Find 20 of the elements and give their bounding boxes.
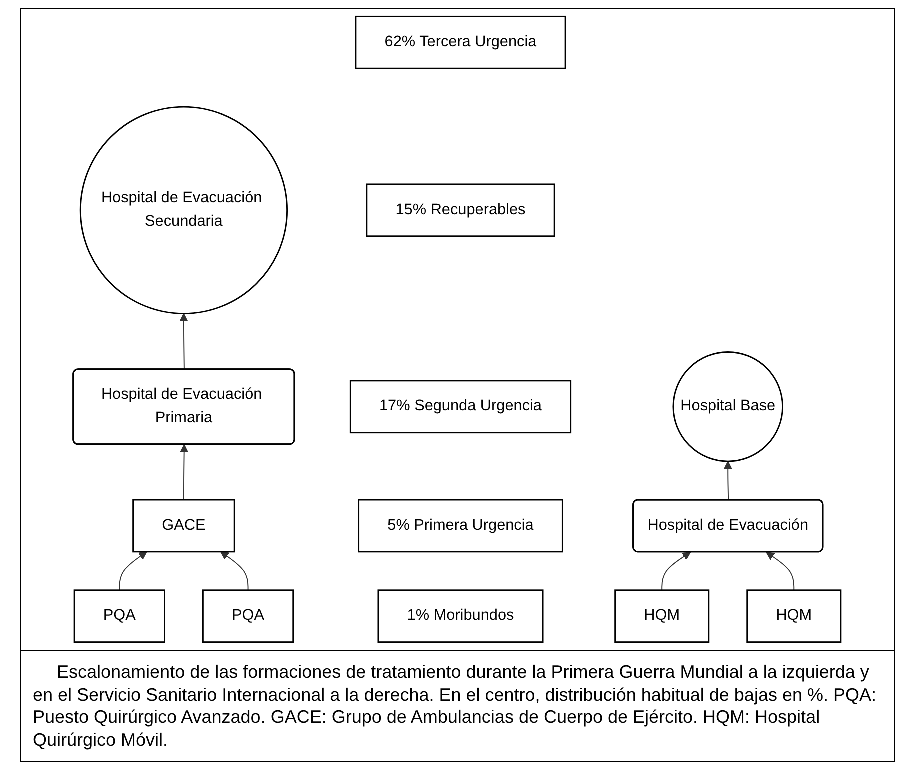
arrow	[220, 552, 250, 591]
node-box: 1% Moribundos	[378, 590, 544, 644]
node-box: HQM	[746, 590, 842, 644]
node-box: 17% Segunda Urgencia	[350, 380, 572, 434]
node-box: GACE	[132, 499, 236, 553]
node-circle: Hospital Base	[673, 352, 784, 462]
node-box: HQM	[614, 590, 710, 644]
arrow	[180, 313, 189, 370]
node-box: 62% Tercera Urgencia	[356, 16, 567, 70]
node-box: 15% Recuperables	[366, 184, 556, 238]
arrow	[766, 552, 795, 591]
node-box: PQA	[74, 590, 166, 644]
node-box: PQA	[202, 590, 294, 644]
arrow	[120, 552, 148, 591]
arrow	[180, 444, 189, 500]
arrow	[662, 552, 692, 591]
node-box: 5% Primera Urgencia	[358, 499, 564, 553]
caption: Escalonamiento de las formaciones de tratamiento durante la Primera Guerra Mundial a la izquierda y en el Servicio Sanitario Internacional a la derecha. En el centro, distribución habitual de bajas en %. PQA: Puesto Quirúrgico Avanzado. GACE: Grupo de Ambulancias de Cuerpo de Ejército. HQM: Hospital Quirúrgico Móvil.	[20, 651, 895, 762]
node-circle: Hospital de Evacuación Secundaria	[80, 106, 288, 314]
arrow	[724, 461, 733, 501]
